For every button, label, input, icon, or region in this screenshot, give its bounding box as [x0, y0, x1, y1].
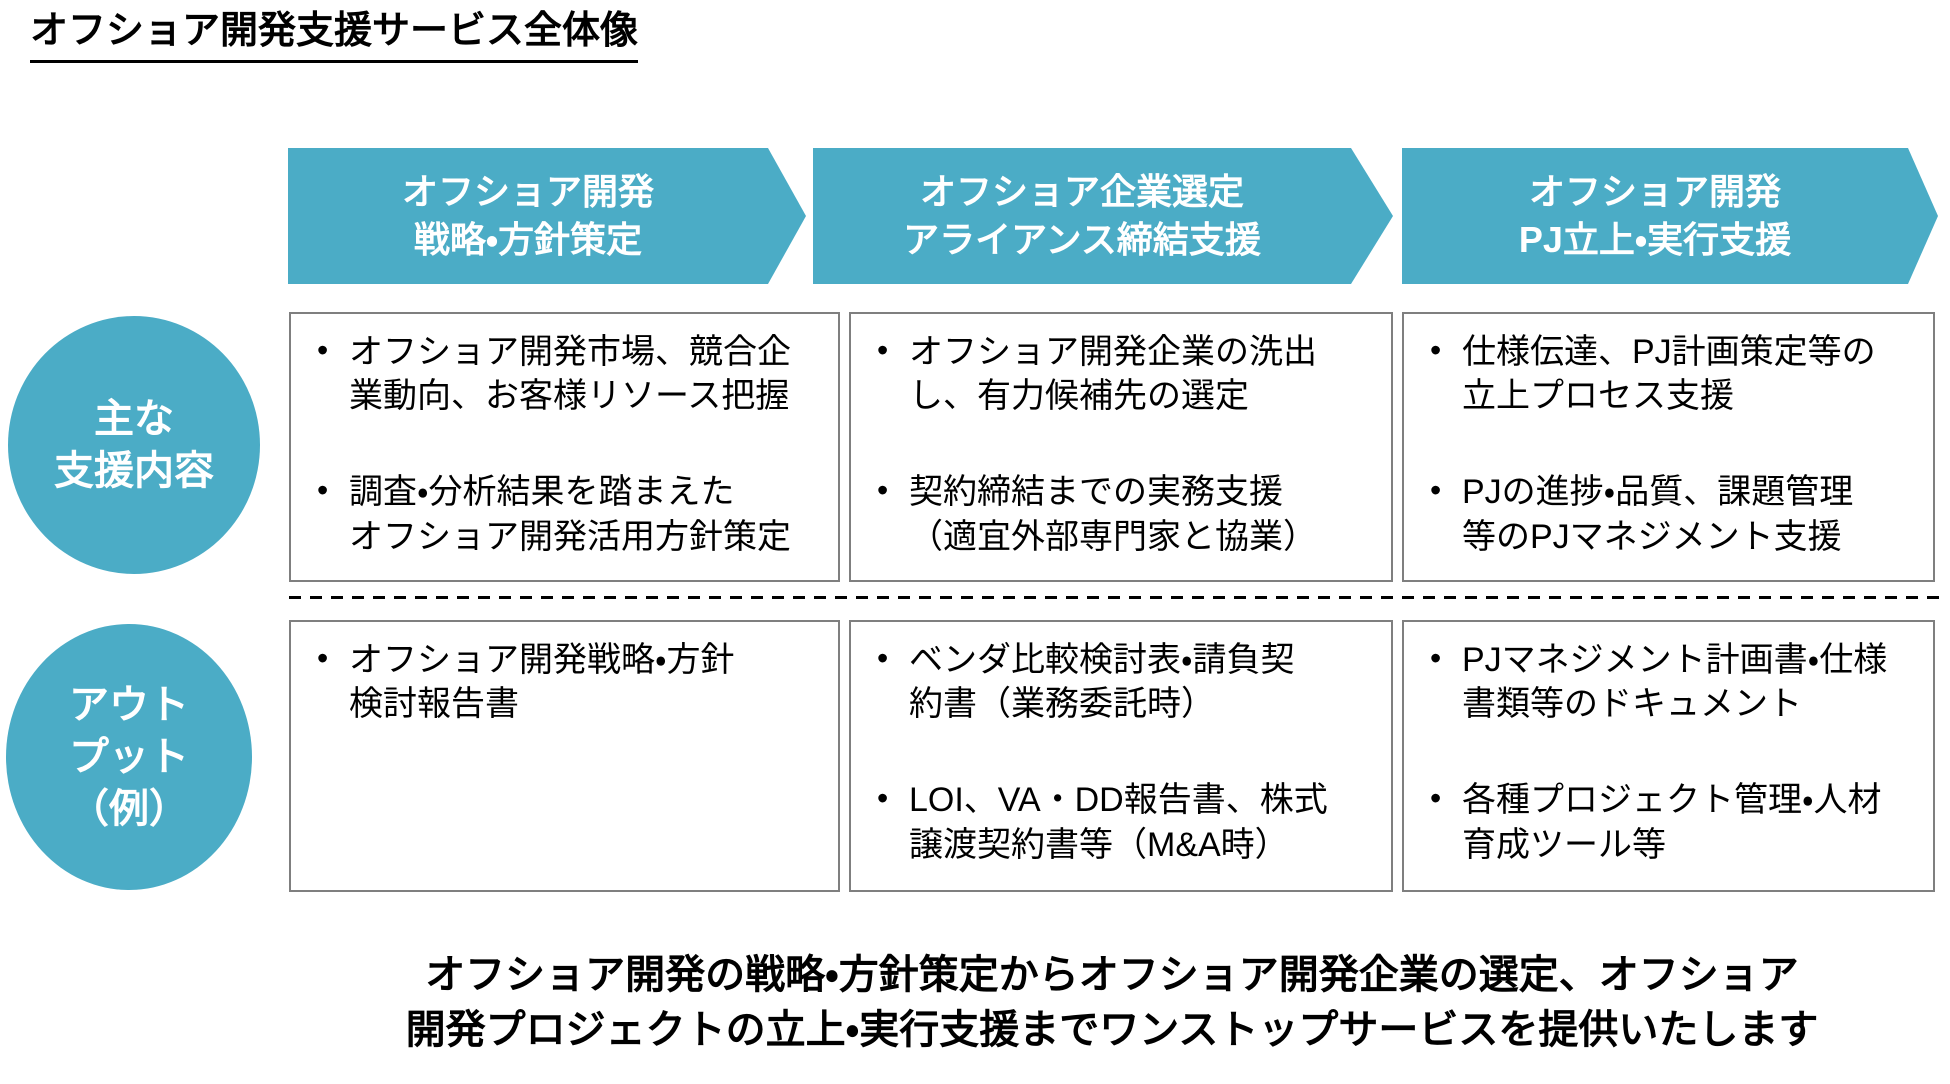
process-step-3-pj-launch: オフショア開発 PJ立上・実行支援	[1402, 148, 1938, 284]
output-bullet: PJマネジメント計画書・仕様 書類等のドキュメント	[1404, 638, 1925, 726]
support-bullet: オフショア開発企業の洗出 し、有力候補先の選定	[851, 330, 1383, 418]
output-bullet: ベンダ比較検討表・請負契 約書（業務委託時）	[851, 638, 1383, 726]
process-step-2-vendor-selection: オフショア企業選定 アライアンス締結支援	[813, 148, 1393, 284]
support-bullet: 調査・分析結果を踏まえた オフショア開発活用方針策定	[291, 470, 830, 558]
output-box-step-1: オフショア開発戦略・方針 検討報告書	[289, 620, 840, 892]
support-box-step-1: オフショア開発市場、競合企 業動向、お客様リソース把握 調査・分析結果を踏まえた…	[289, 312, 840, 582]
output-bullet: LOI、VA・DD報告書、株式 譲渡契約書等（M&A時）	[851, 778, 1383, 866]
output-bullet: 各種プロジェクト管理・人材 育成ツール等	[1404, 778, 1925, 866]
output-bullet: オフショア開発戦略・方針 検討報告書	[291, 638, 830, 726]
support-box-step-3: 仕様伝達、PJ計画策定等の 立上プロセス支援 PJの進捗・品質、課題管理 等のP…	[1402, 312, 1935, 582]
row-label-support: 主な 支援内容	[8, 316, 260, 574]
support-bullet: 契約締結までの実務支援 （適宜外部専門家と協業）	[851, 470, 1383, 558]
output-box-step-3: PJマネジメント計画書・仕様 書類等のドキュメント 各種プロジェクト管理・人材 …	[1402, 620, 1935, 892]
support-bullet: PJの進捗・品質、課題管理 等のPJマネジメント支援	[1404, 470, 1925, 558]
process-step-1-strategy: オフショア開発 戦略・方針策定	[288, 148, 806, 284]
page-title: オフショア開発支援サービス全体像	[30, 8, 639, 63]
support-bullet: 仕様伝達、PJ計画策定等の 立上プロセス支援	[1404, 330, 1925, 418]
one-stop-service-message: オフショア開発の戦略・方針策定からオフショア開発企業の選定、オフショア 開発プロ…	[405, 953, 1819, 1053]
row-label-output: アウト プット （例）	[6, 624, 252, 890]
dashed-row-divider	[289, 596, 1941, 599]
support-bullet: オフショア開発市場、競合企 業動向、お客様リソース把握	[291, 330, 830, 418]
output-box-step-2: ベンダ比較検討表・請負契 約書（業務委託時） LOI、VA・DD報告書、株式 譲…	[849, 620, 1393, 892]
support-box-step-2: オフショア開発企業の洗出 し、有力候補先の選定 契約締結までの実務支援 （適宜外…	[849, 312, 1393, 582]
